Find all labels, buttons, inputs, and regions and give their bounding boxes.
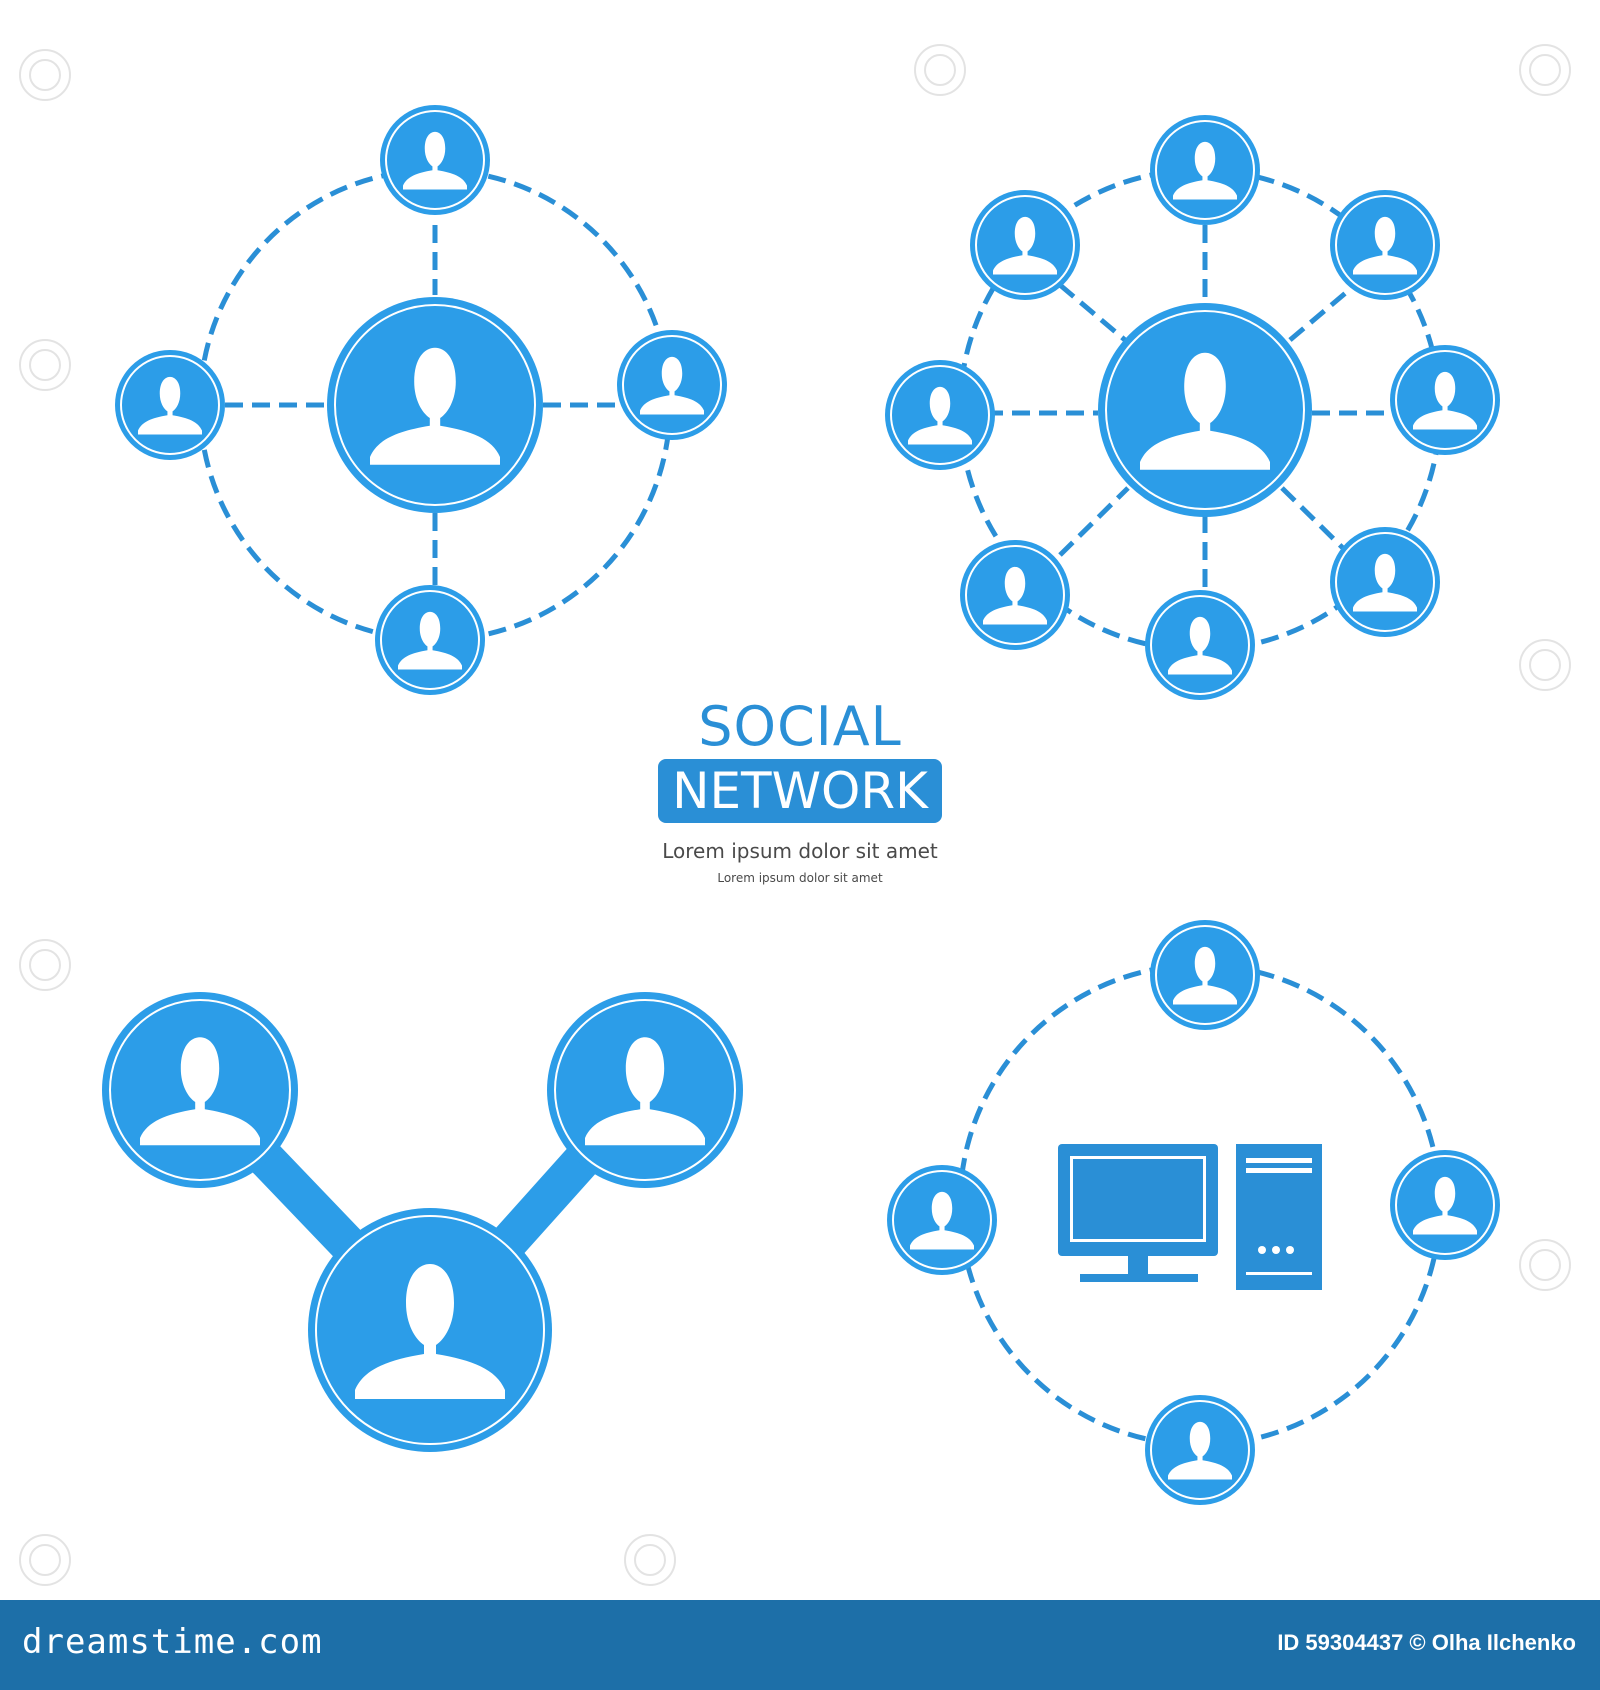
user-node [115, 350, 225, 460]
user-node [1390, 345, 1500, 455]
footer-logo: dreamstime.com [22, 1622, 323, 1662]
subtitle: Lorem ipsum dolor sit amet [662, 839, 938, 863]
footer-id: ID 59304437 © Olha Ilchenko [1277, 1630, 1576, 1655]
network-diagram-2-nodes [885, 115, 1500, 700]
user-node [885, 360, 995, 470]
connector [1288, 283, 1357, 342]
network-diagram-1-nodes [115, 105, 727, 695]
tower-icon [1236, 1144, 1322, 1290]
connector [1058, 486, 1130, 557]
title-block: SOCIAL NETWORK Lorem ipsum dolor sit ame… [0, 695, 1600, 885]
connector [1280, 486, 1352, 557]
user-node [1330, 190, 1440, 300]
watermark-pattern [19, 44, 1571, 1586]
user-node [970, 190, 1080, 300]
user-node [887, 1165, 997, 1275]
hub-node [327, 297, 543, 513]
user-node [1330, 527, 1440, 637]
user-node [102, 992, 298, 1188]
network-diagram-4 [887, 920, 1500, 1505]
subtitle-small: Lorem ipsum dolor sit amet [717, 871, 883, 885]
user-node [960, 540, 1070, 650]
user-node [1145, 590, 1255, 700]
hub-node [308, 1208, 552, 1452]
title-social: SOCIAL [698, 695, 902, 758]
user-node [1390, 1150, 1500, 1260]
user-node [1150, 115, 1260, 225]
user-node [617, 330, 727, 440]
network-diagram-3 [102, 992, 743, 1452]
user-node [547, 992, 743, 1188]
user-node [1145, 1395, 1255, 1505]
user-node [1150, 920, 1260, 1030]
footer-bar: dreamstime.com ID 59304437 © Olha Ilchen… [0, 1600, 1600, 1690]
user-node [380, 105, 490, 215]
social-network-diagrams [19, 44, 1571, 1586]
hub-node [1098, 303, 1312, 517]
computer-icon [1058, 1144, 1322, 1290]
user-node [375, 585, 485, 695]
connector [1058, 283, 1127, 342]
title-network-badge: NETWORK [658, 759, 942, 823]
